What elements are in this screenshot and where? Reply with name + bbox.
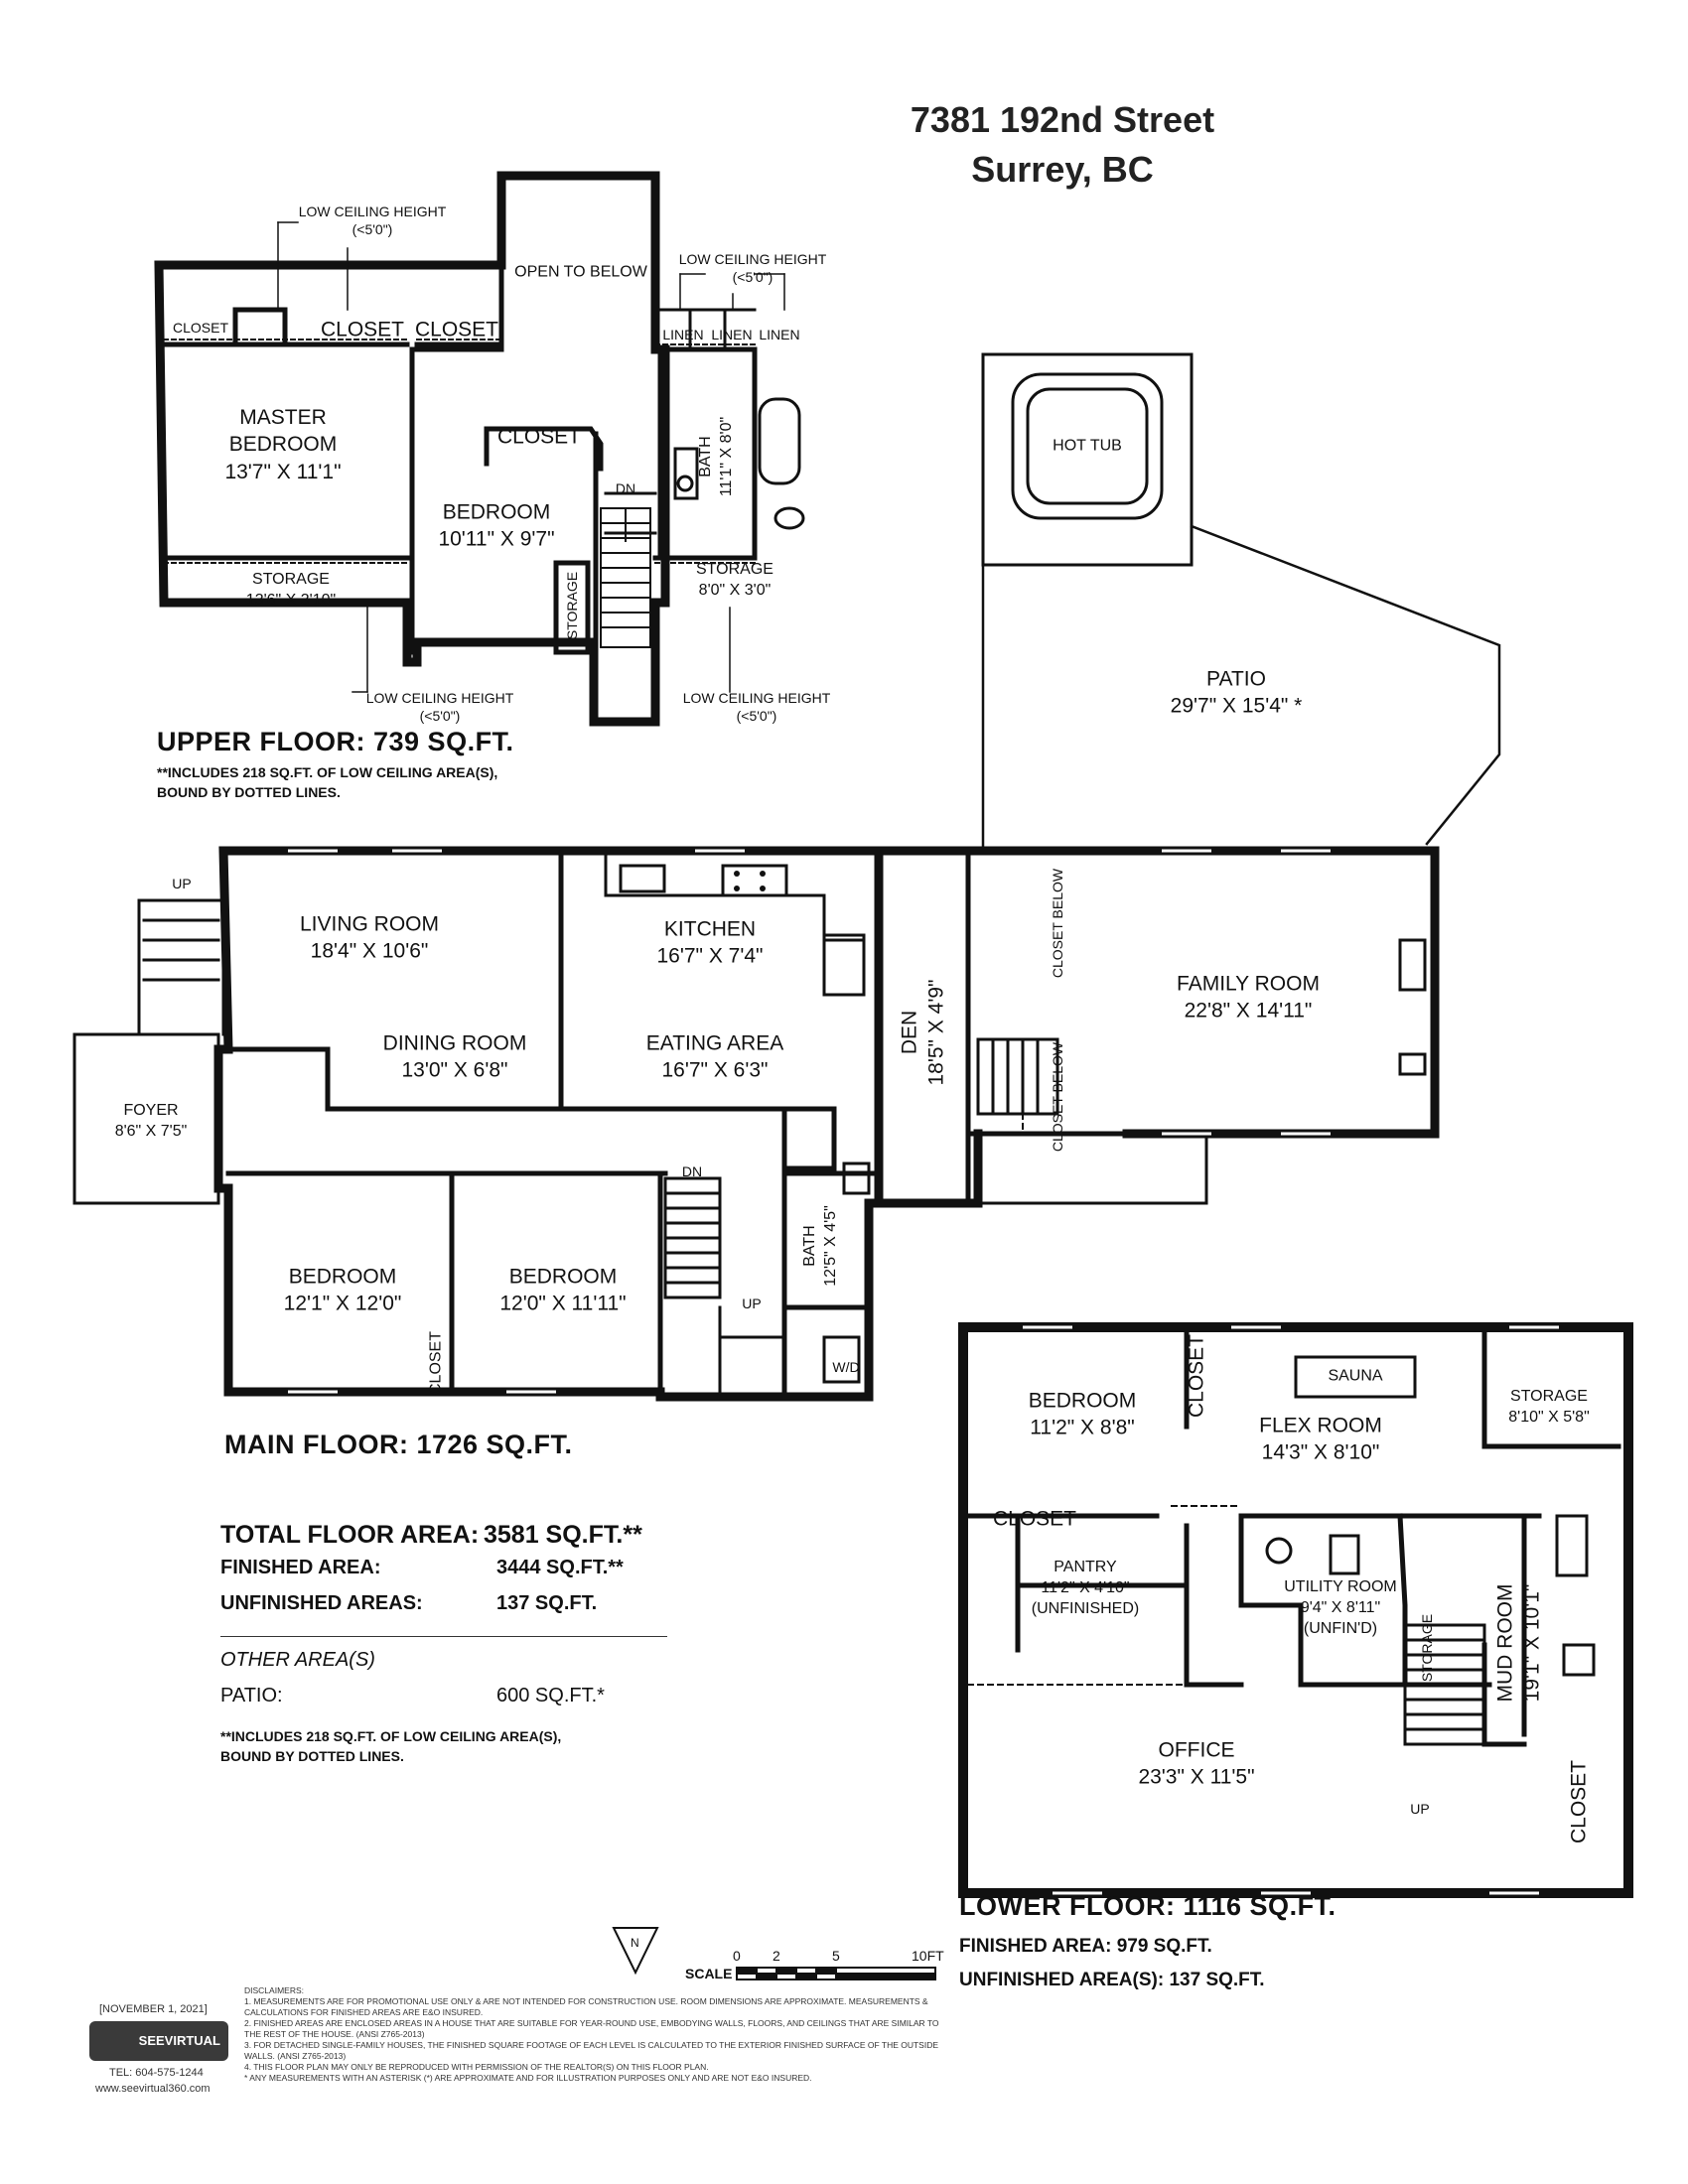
scale-bar — [736, 1967, 936, 1980]
scale-tick-0: 0 — [733, 1948, 741, 1964]
summary-note: **INCLUDES 218 SQ.FT. OF LOW CEILING ARE… — [220, 1728, 562, 1764]
unfinished-area-value: 137 SQ.FT. — [496, 1592, 598, 1614]
room-utility: UTILITY ROOM 9'4" X 8'11" (UNFIN'D) — [1284, 1577, 1397, 1637]
stairs-up-label: UP — [1410, 1800, 1430, 1817]
room-upper-storage-left: STORAGE 13'6" X 3'10" — [245, 571, 337, 609]
room-upper-storage-right: STORAGE 8'0" X 3'0" — [696, 561, 774, 599]
lower-floor-areas: FINISHED AREA: 979 SQ.FT. UNFINISHED ARE… — [959, 1936, 1265, 1990]
low-ceiling-note: LOW CEILING HEIGHT(<5'0") — [678, 250, 827, 285]
scale-tick-5: 5 — [832, 1948, 840, 1964]
lower-floor-label: LOWER FLOOR: 1116 SQ.FT. — [959, 1891, 1336, 1921]
room-dining: DINING ROOM 13'0" X 6'8" — [382, 1031, 527, 1082]
low-ceiling-note: LOW CEILING HEIGHT(<5'0") — [682, 689, 831, 724]
room-eating-area: EATING AREA 16'7" X 6'3" — [645, 1031, 784, 1082]
washer-dryer-label: W/D — [832, 1358, 860, 1375]
closet-label: CLOSET — [414, 318, 499, 341]
scale-tick-2: 2 — [773, 1948, 780, 1964]
low-ceiling-note: LOW CEILING HEIGHT(<5'0") — [298, 203, 447, 237]
stairs-up-label: UP — [172, 875, 192, 891]
stairs-dn-label: DN — [681, 1162, 703, 1179]
closet-label: CLOSET — [172, 319, 229, 336]
north-label: N — [631, 1936, 639, 1950]
room-upper-bath: BATH 11'1" X 8'0" — [697, 416, 735, 497]
plan-date: [NOVEMBER 1, 2021] — [99, 2003, 208, 2015]
total-area-label: TOTAL FLOOR AREA: — [220, 1521, 480, 1549]
room-foyer: FOYER 8'6" X 7'5" — [114, 1102, 188, 1140]
brand-website[interactable]: www.seevirtual360.com — [95, 2083, 211, 2095]
room-den: DEN 18'5" X 4'9" — [898, 979, 948, 1086]
closet-below-label: CLOSET BELOW — [1049, 1041, 1065, 1153]
disclaimers: DISCLAIMERS: 1. MEASUREMENTS ARE FOR PRO… — [244, 1985, 939, 2083]
linen-label: LINEN — [662, 326, 704, 342]
property-city: Surrey, BC — [971, 149, 1154, 190]
unfinished-area-label: UNFINISHED AREAS: — [220, 1592, 423, 1614]
linen-label: LINEN — [759, 326, 800, 342]
room-patio: PATIO 29'7" X 15'4" * — [1170, 667, 1303, 718]
room-family: FAMILY ROOM 22'8" X 14'11" — [1177, 972, 1320, 1023]
stairs-dn-label: DN — [615, 479, 636, 496]
linen-label: LINEN — [711, 326, 753, 342]
closet-label: CLOSET — [320, 318, 405, 341]
other-areas-label: OTHER AREA(S) — [220, 1649, 375, 1671]
divider — [220, 1636, 667, 1637]
low-ceiling-note: LOW CEILING HEIGHT(<5'0") — [365, 689, 514, 724]
room-flex: FLEX ROOM 14'3" X 8'10" — [1259, 1414, 1382, 1464]
room-office: OFFICE 23'3" X 11'5" — [1138, 1738, 1255, 1789]
room-lower-storage: STORAGE 8'10" X 5'8" — [1508, 1388, 1590, 1426]
storage-small-label: STORAGE — [563, 571, 580, 640]
room-kitchen: KITCHEN 16'7" X 7'4" — [656, 917, 764, 968]
closet-label: CLOSET — [1185, 1333, 1208, 1419]
closet-label: CLOSET — [1567, 1759, 1591, 1844]
upper-floor-note: **INCLUDES 218 SQ.FT. OF LOW CEILING ARE… — [157, 764, 498, 800]
room-main-bedroom-2: BEDROOM 12'0" X 11'11" — [499, 1265, 627, 1315]
total-area-value: 3581 SQ.FT.** — [484, 1521, 642, 1549]
open-to-below-label: OPEN TO BELOW — [514, 263, 647, 281]
room-living: LIVING ROOM 18'4" X 10'6" — [299, 912, 440, 963]
patio-area-value: 600 SQ.FT.* — [496, 1685, 605, 1706]
room-pantry: PANTRY 11'2" X 4'10" (UNFINISHED) — [1031, 1558, 1140, 1617]
hot-tub-label: HOT TUB — [1053, 437, 1122, 455]
closet-label: CLOSET — [992, 1507, 1077, 1531]
closet-label: CLOSET — [496, 425, 582, 449]
main-floor-label: MAIN FLOOR: 1726 SQ.FT. — [224, 1430, 573, 1459]
brand-logo: SEEVIRTUAL — [89, 2021, 228, 2061]
room-main-bath: BATH 12'5" X 4'5" — [801, 1205, 839, 1287]
storage-small-label: STORAGE — [1418, 1613, 1435, 1683]
finished-area-label: FINISHED AREA: — [220, 1557, 381, 1578]
room-mud: MUD ROOM 19'1" X 10'1" — [1493, 1583, 1544, 1703]
upper-floor-walls — [154, 171, 670, 727]
upper-floor-label: UPPER FLOOR: 739 SQ.FT. — [157, 727, 514, 756]
stairs-up-label: UP — [742, 1295, 762, 1311]
closet-label: CLOSET — [427, 1330, 445, 1396]
closet-below-label: CLOSET BELOW — [1049, 868, 1065, 979]
sauna-label: SAUNA — [1328, 1367, 1383, 1385]
room-main-bedroom-1: BEDROOM 12'1" X 12'0" — [283, 1265, 402, 1315]
area-summary: TOTAL FLOOR AREA:3581 SQ.FT.** FINISHED … — [220, 1521, 677, 1766]
brand-tel: TEL: 604-575-1244 — [109, 2067, 204, 2079]
scale-tick-10: 10FT — [912, 1948, 944, 1964]
room-master-bedroom: MASTER BEDROOM 13'7" X 11'1" — [224, 406, 342, 483]
finished-area-value: 3444 SQ.FT.** — [496, 1557, 624, 1578]
property-address: 7381 192nd Street — [910, 99, 1215, 140]
patio-area-label: PATIO: — [220, 1685, 283, 1706]
north-arrow-icon — [612, 1927, 659, 1976]
room-lower-bedroom: BEDROOM 11'2" X 8'8" — [1028, 1389, 1137, 1439]
room-upper-bedroom: BEDROOM 10'11" X 9'7" — [438, 500, 555, 551]
scale-label: SCALE — [685, 1966, 733, 1981]
